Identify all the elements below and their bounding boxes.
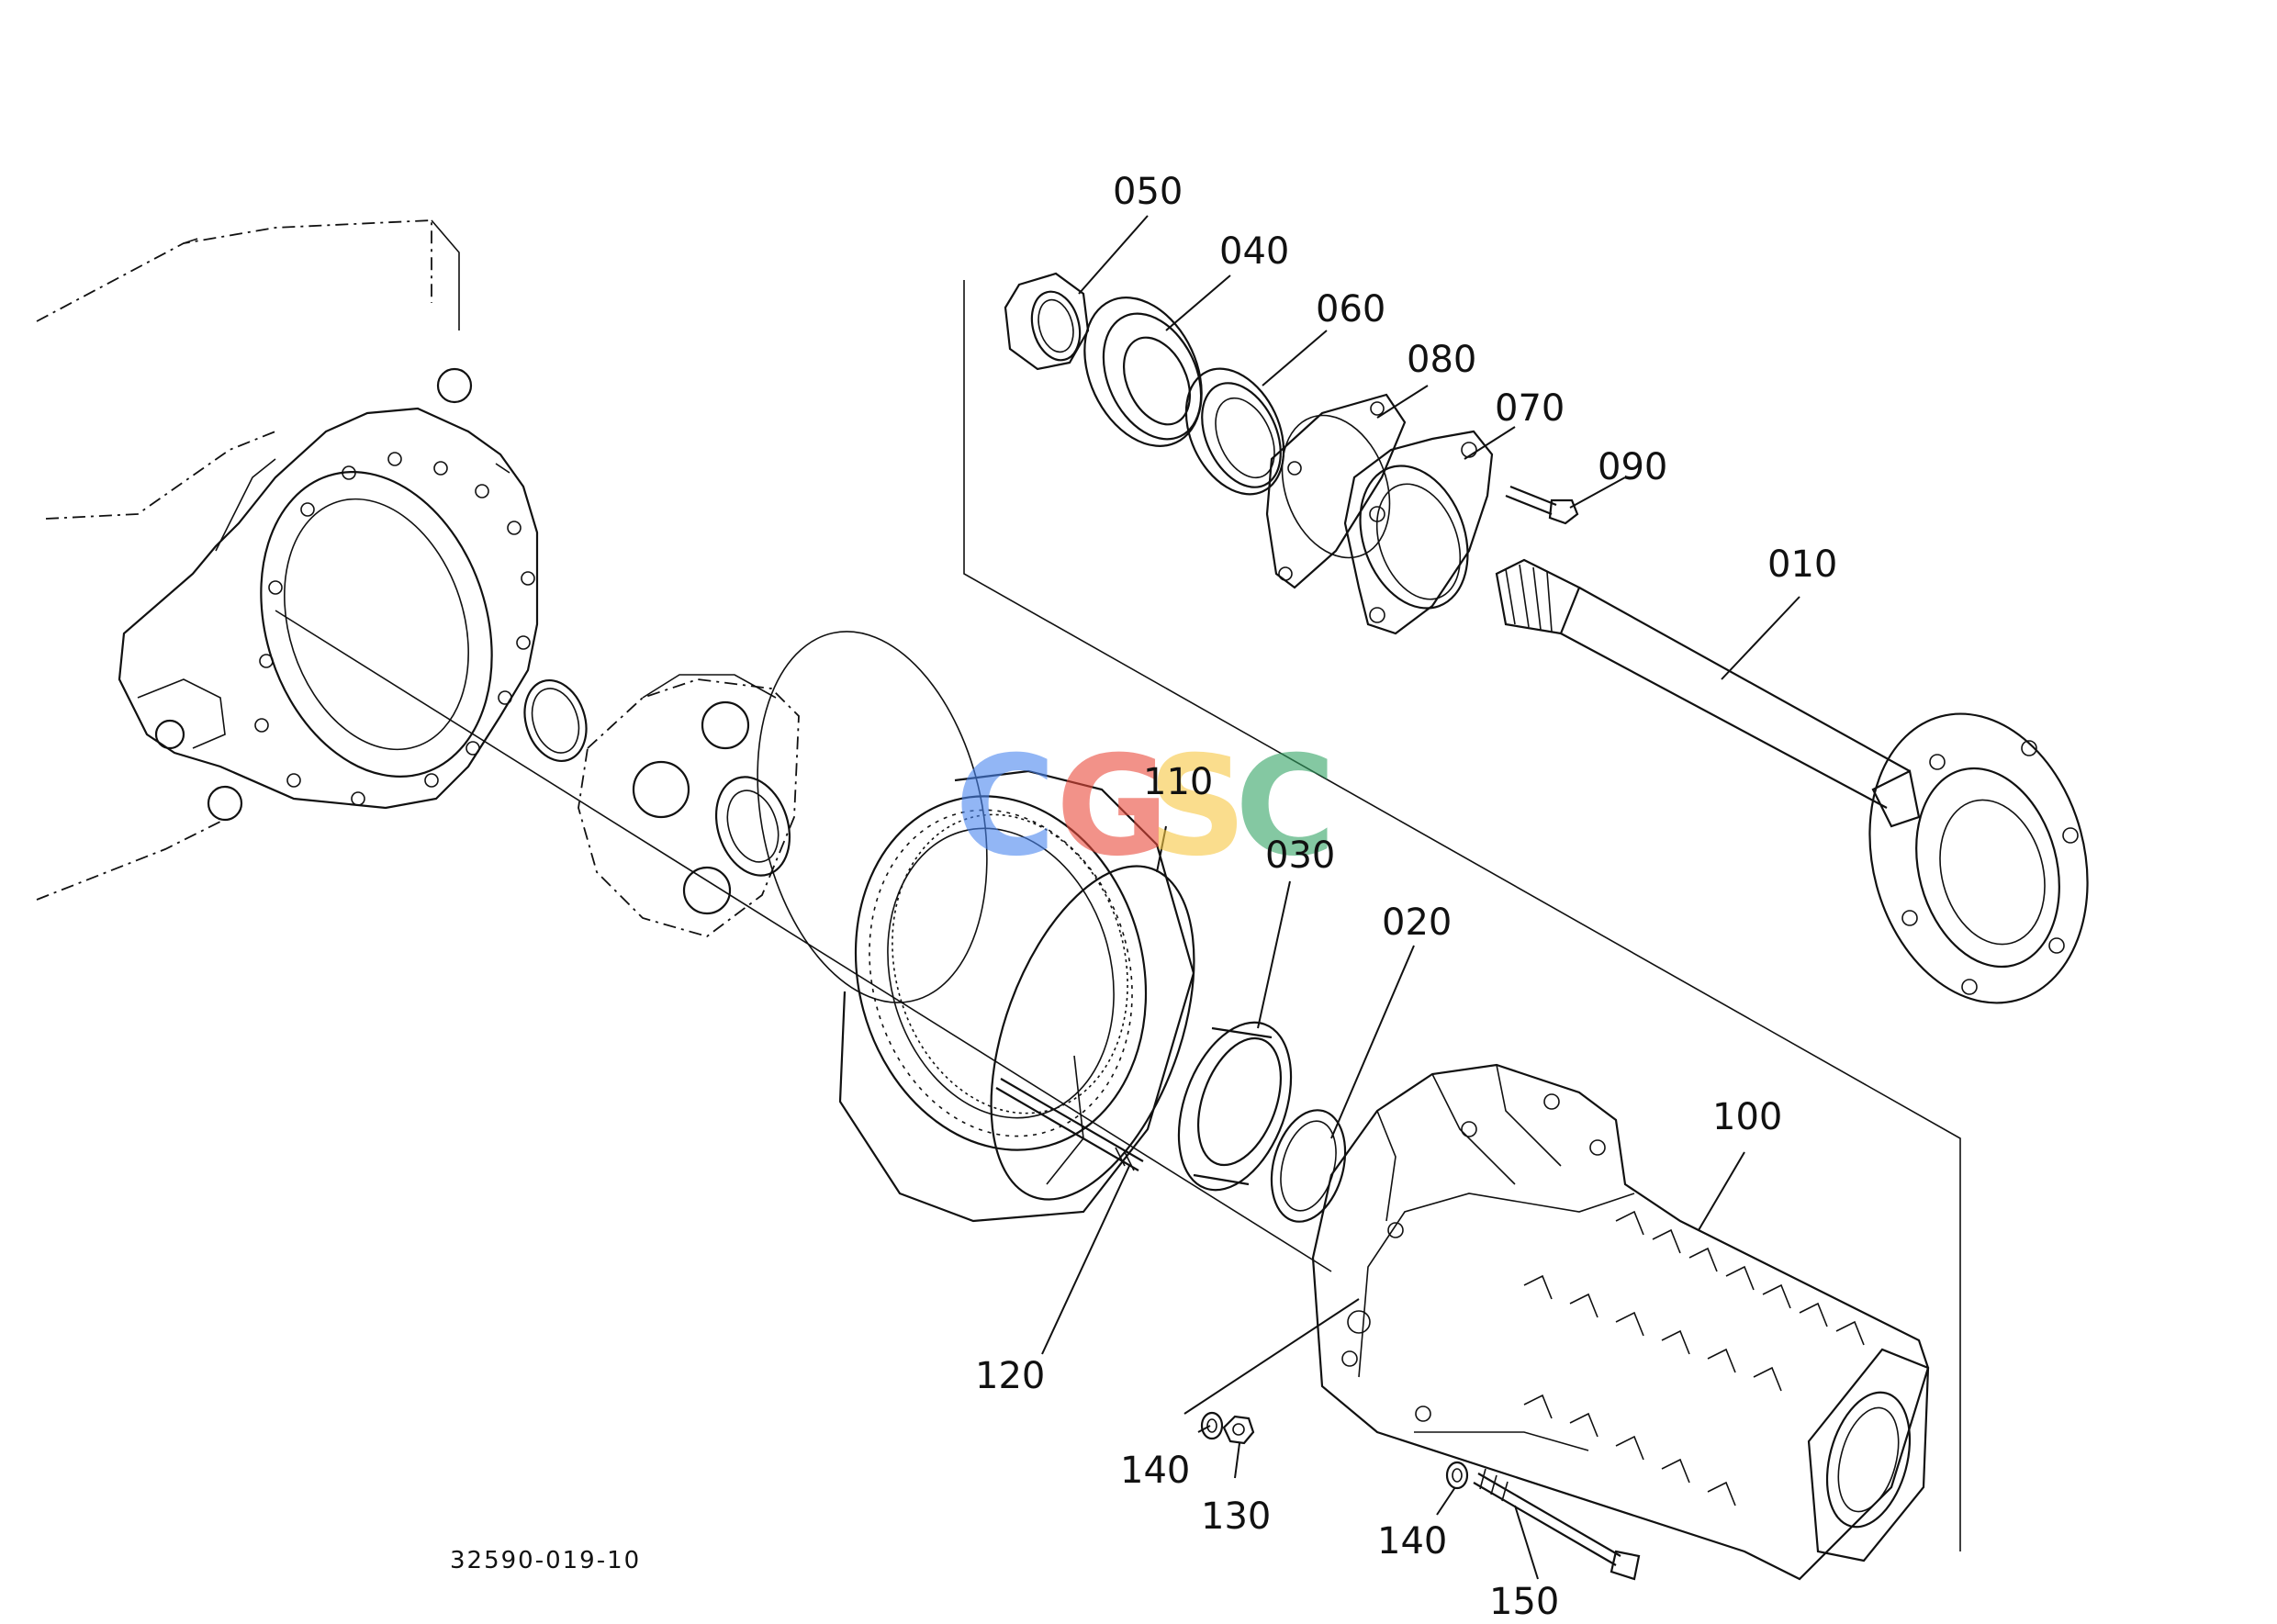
case-bolt-holes (254, 452, 535, 806)
gasket-080 (1265, 393, 1407, 589)
part-label-020: 020 (1382, 902, 1452, 944)
o-ring-120 (990, 865, 1195, 1201)
oil-seal-060 (1184, 367, 1285, 496)
ball-bearing-030 (1177, 1021, 1293, 1192)
nut-130 (1222, 1415, 1255, 1445)
snap-ring-020 (1270, 1109, 1347, 1223)
leader-lines (1041, 215, 1800, 1580)
subassembly-frame (963, 280, 1961, 1551)
part-label-150: 150 (1489, 1581, 1559, 1619)
axle-shaft-010 (1495, 558, 2089, 1004)
final-gear-case (757, 631, 1195, 1223)
drawing-code: 32590-019-10 (450, 1547, 641, 1574)
part-label-110: 110 (1143, 761, 1213, 803)
part-label-100: 100 (1712, 1096, 1782, 1138)
case-snap-ring (523, 678, 588, 763)
part-label-050: 050 (1113, 171, 1183, 213)
ring-gear-110 (892, 813, 1128, 1114)
housing-fins (1523, 1210, 1865, 1506)
part-labels: 050 040 060 080 070 090 010 110 030 020 … (975, 171, 1837, 1623)
watermark-cgsc: C G S C (955, 727, 1336, 887)
part-label-070: 070 (1495, 387, 1565, 430)
watermark-letter-4: C (1235, 727, 1336, 887)
bearing-retainer-070 (1343, 430, 1494, 635)
part-label-060: 060 (1316, 288, 1385, 330)
part-label-010: 010 (1767, 543, 1837, 586)
washer-140-right (1445, 1461, 1469, 1490)
outer-bearing-040 (1083, 297, 1203, 447)
watermark-letter-1: C (955, 727, 1056, 887)
transmission-case (36, 219, 539, 901)
watermark-letter-2: G (1056, 727, 1169, 887)
part-label-140-right: 140 (1377, 1520, 1447, 1562)
housing-bolt-150 (1473, 1468, 1641, 1581)
washer-140-left (1200, 1411, 1224, 1440)
part-label-080: 080 (1407, 339, 1476, 381)
part-label-140-left: 140 (1120, 1450, 1190, 1492)
planetary-carrier (578, 674, 800, 937)
part-label-120: 120 (975, 1355, 1045, 1397)
part-label-130: 130 (1201, 1495, 1271, 1538)
retainer-bolt-090 (1505, 485, 1579, 525)
stud (995, 1078, 1144, 1171)
part-label-040: 040 (1219, 230, 1289, 273)
part-label-030: 030 (1265, 834, 1335, 877)
lock-nut-050 (1004, 272, 1090, 371)
center-axis-line (275, 610, 1332, 1272)
axle-housing-100 (1311, 1063, 1930, 1581)
watermark-letter-3: S (1148, 727, 1247, 887)
part-label-090: 090 (1598, 446, 1667, 488)
